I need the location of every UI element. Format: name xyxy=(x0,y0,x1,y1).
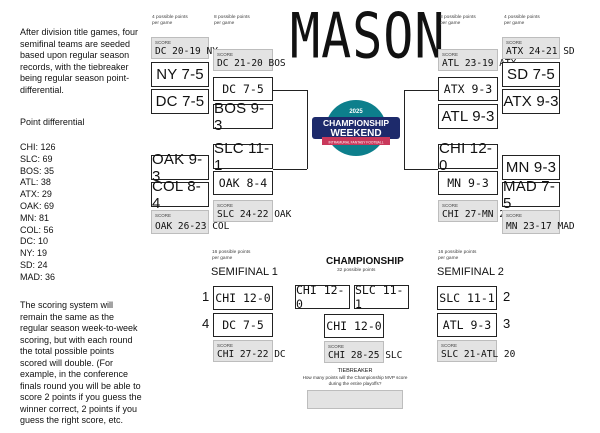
semifinal1-team-top[interactable]: CHI 12-0 xyxy=(213,286,273,310)
championship-team-right[interactable]: SLC 11-1 xyxy=(354,283,409,311)
score-box-chi-mn[interactable]: SCORE CHI 27-MN 20 xyxy=(438,200,511,222)
score-box-ny-dc[interactable]: SCORE DC 20-19 NY xyxy=(151,37,218,59)
connector-line xyxy=(273,90,307,91)
points-label: 8 possible points per game xyxy=(214,15,250,26)
score-box-semifinal1[interactable]: SCORE CHI 27-22 DC xyxy=(213,340,286,362)
points-label: 32 possible points xyxy=(337,268,376,273)
team-dc[interactable]: DC 7-5 xyxy=(151,89,209,114)
team-mad[interactable]: MAD 7-5 xyxy=(502,178,560,212)
team-chi[interactable]: CHI 12-0 xyxy=(438,140,498,174)
score-box-semifinal2[interactable]: SCORE SLC 21-ATL 20 xyxy=(437,340,515,362)
team-slc[interactable]: SLC 11-1 xyxy=(213,140,273,174)
pick-dc[interactable]: DC 7-5 xyxy=(213,77,273,101)
pick-atx[interactable]: ATX 9-3 xyxy=(438,77,498,101)
score-box-oak-col[interactable]: SCORE OAK 26-23 COL xyxy=(151,210,229,234)
pick-oak[interactable]: OAK 8-4 xyxy=(213,171,273,195)
team-atx[interactable]: ATX 9-3 xyxy=(502,89,560,114)
team-bos[interactable]: BOS 9-3 xyxy=(213,100,273,134)
points-label: 4 possible points per game xyxy=(504,15,540,26)
championship-title: CHAMPIONSHIP xyxy=(326,256,404,267)
pick-mn[interactable]: MN 9-3 xyxy=(438,171,498,195)
logo-line2: CHAMPIONSHIP xyxy=(323,118,389,128)
team-oak[interactable]: OAK 9-3 xyxy=(151,151,209,185)
logo-line3: WEEKEND xyxy=(330,128,381,139)
team-atl[interactable]: ATL 9-3 xyxy=(438,104,498,129)
logo-subtitle: INTRAMURAL FANTASY FOOTBALL xyxy=(328,141,383,145)
points-label: 16 possible points per game xyxy=(438,250,477,261)
semifinal1-team-bottom[interactable]: DC 7-5 xyxy=(213,313,273,337)
championship-winner[interactable]: CHI 12-0 xyxy=(324,314,384,338)
connector-line xyxy=(404,90,405,169)
point-differential-item: NY: 19 xyxy=(20,248,48,259)
score-box-dc-bos[interactable]: SCORE DC 21-20 BOS xyxy=(213,49,286,71)
score-box-slc-oak[interactable]: SCORE SLC 24-22 OAK xyxy=(213,200,291,222)
championship-weekend-logo: 2025 CHAMPIONSHIP WEEKEND INTRAMURAL FAN… xyxy=(310,98,402,160)
seed-3: 3 xyxy=(503,316,511,331)
logo-year: 2025 xyxy=(349,109,363,115)
points-label: 8 possible points per game xyxy=(440,15,476,26)
score-box-mn-mad[interactable]: SCORE MN 23-17 MAD xyxy=(502,210,575,234)
seed-2: 2 xyxy=(503,289,511,304)
point-differential-item: DC: 10 xyxy=(20,236,49,247)
point-differential-item: COL: 56 xyxy=(20,224,54,235)
points-label: 16 possible points per game xyxy=(212,250,251,261)
points-label: 4 possible points per game xyxy=(152,15,188,26)
point-differential-item: MN: 81 xyxy=(20,212,50,223)
score-box-atl-atx[interactable]: SCORE ATL 23-19 ATX xyxy=(438,49,516,71)
scoring-text: The scoring system will remain the same … xyxy=(20,300,142,425)
connector-line xyxy=(307,90,308,169)
semifinal1-title: SEMIFINAL 1 xyxy=(211,266,278,278)
connector-line xyxy=(404,90,438,91)
point-differential-item: ATL: 38 xyxy=(20,177,51,188)
semifinal2-team-top[interactable]: SLC 11-1 xyxy=(437,286,497,310)
tiebreaker-input[interactable] xyxy=(307,390,403,409)
team-sd[interactable]: SD 7-5 xyxy=(502,62,560,87)
semifinal2-team-bottom[interactable]: ATL 9-3 xyxy=(437,313,497,337)
seed-4: 4 xyxy=(202,316,210,331)
point-differential-item: SD: 24 xyxy=(20,259,48,270)
connector-line xyxy=(404,169,438,170)
point-differential-item: MAD: 36 xyxy=(20,271,56,282)
team-col[interactable]: COL 8-4 xyxy=(151,178,209,212)
team-mn[interactable]: MN 9-3 xyxy=(502,155,560,180)
championship-team-left[interactable]: CHI 12-0 xyxy=(295,283,350,311)
connector-line xyxy=(273,169,307,170)
team-ny[interactable]: NY 7-5 xyxy=(151,62,209,87)
intro-text: After division title games, four semifin… xyxy=(20,27,139,95)
score-box-sd-atx[interactable]: SCORE ATX 24-21 SD xyxy=(502,37,575,59)
point-differential-title: Point differential xyxy=(20,117,85,127)
score-box-championship[interactable]: SCORE CHI 28-25 SLC xyxy=(324,341,402,363)
seed-1: 1 xyxy=(202,289,210,304)
page-title: MASON xyxy=(290,0,446,73)
point-differential-item: ATX: 29 xyxy=(20,189,52,200)
point-differential-item: CHI: 126 xyxy=(20,142,56,152)
point-differential-item: BOS: 35 xyxy=(20,165,55,176)
tiebreaker-question: How many points will the Championship MV… xyxy=(302,375,408,386)
point-differential-item: SLC: 69 xyxy=(20,153,53,164)
point-differential-item: OAK: 69 xyxy=(20,200,55,211)
tiebreaker-title: TIEBREAKER xyxy=(337,368,373,374)
semifinal2-title: SEMIFINAL 2 xyxy=(437,266,504,278)
